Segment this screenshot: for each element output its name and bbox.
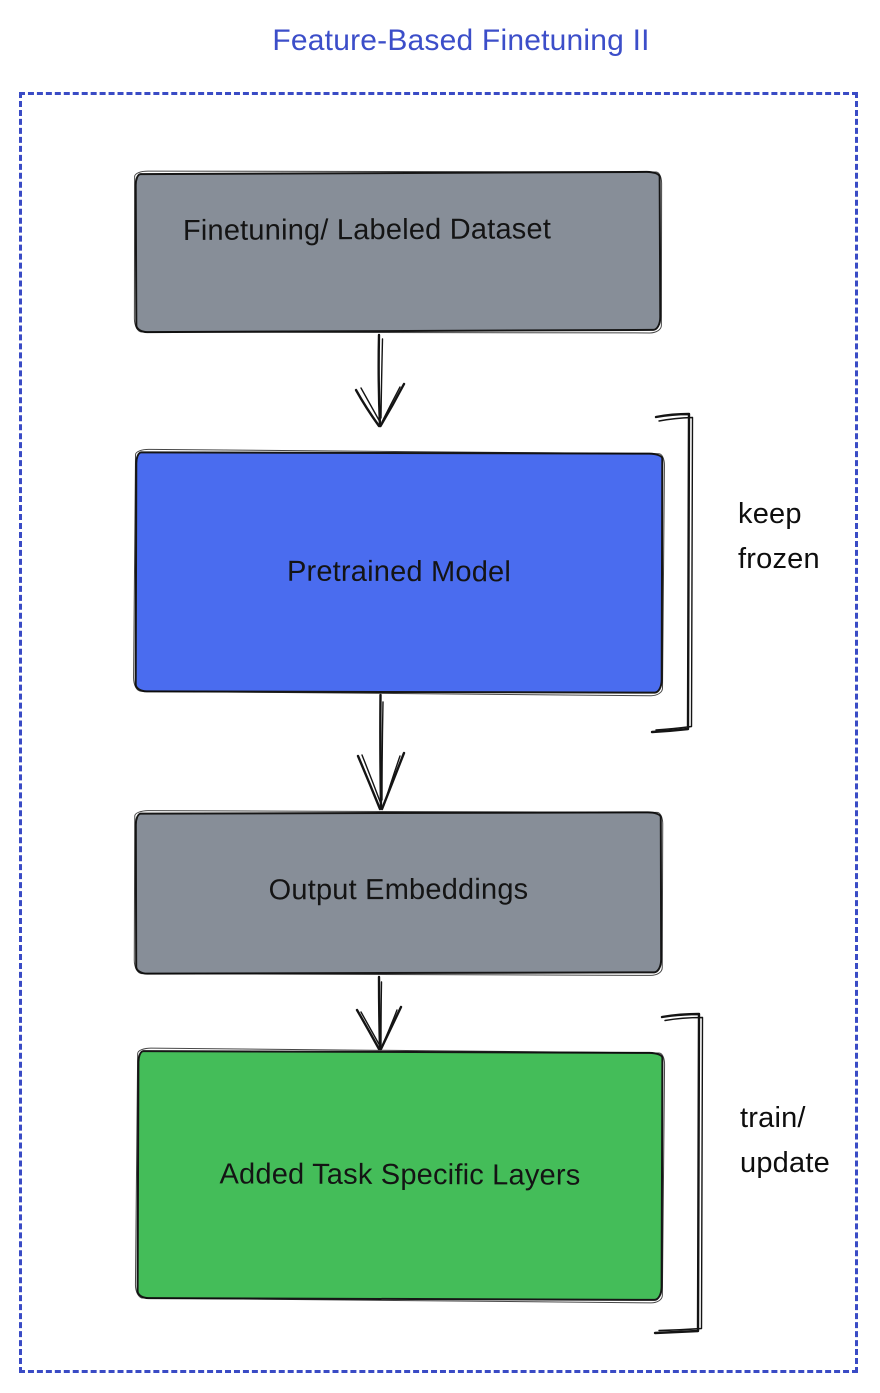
annotation-train-update-line2: update <box>740 1147 830 1179</box>
dotted-frame <box>19 92 858 1373</box>
node-finetuning-dataset-label: Finetuning/ Labeled Dataset <box>182 213 552 247</box>
diagram-title: Feature-Based Finetuning II <box>272 24 650 57</box>
node-pretrained-model-label: Pretrained Model <box>286 555 512 589</box>
annotation-keep-frozen-line1: keep <box>738 498 802 530</box>
annotation-train-update-line1: train/ <box>740 1102 806 1134</box>
node-pretrained-model: Pretrained Model <box>134 451 664 694</box>
annotation-keep-frozen-line2: frozen <box>738 543 820 575</box>
node-output-embeddings: Output Embeddings <box>134 811 663 975</box>
node-task-specific-layers: Added Task Specific Layers <box>136 1050 664 1301</box>
node-finetuning-dataset: Finetuning/ Labeled Dataset <box>134 170 662 334</box>
annotation-keep-frozen: keep frozen <box>738 492 820 582</box>
node-task-specific-layers-label: Added Task Specific Layers <box>219 1158 581 1192</box>
annotation-train-update: train/ update <box>740 1096 830 1186</box>
node-output-embeddings-label: Output Embeddings <box>268 873 529 906</box>
